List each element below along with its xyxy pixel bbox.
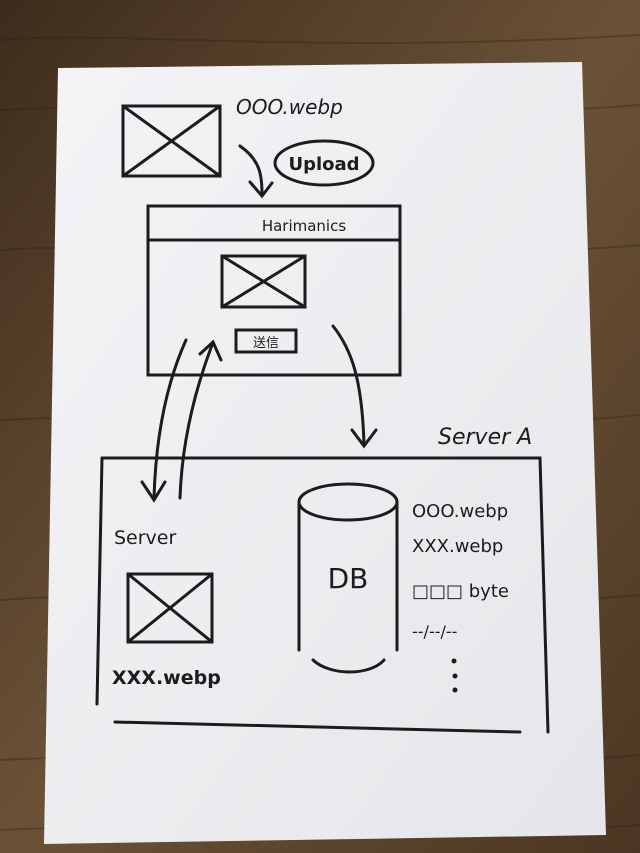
- server-a-box: [95, 456, 550, 734]
- image-placeholder-icon-top: [121, 104, 222, 178]
- ellipsis-dots-icon: [451, 658, 458, 693]
- window-title: Harimanics: [262, 217, 347, 235]
- send-button-label: 送信: [253, 336, 279, 351]
- db-entry: --/--/--: [412, 622, 457, 641]
- upload-button[interactable]: Upload: [273, 139, 375, 187]
- image-placeholder-icon-window: [220, 254, 307, 309]
- image-placeholder-icon-server: [126, 572, 214, 644]
- server-a-label: Server A: [438, 425, 532, 450]
- db-entry-list: OOO.webp XXX.webp □□□ byte --/--/--: [412, 501, 509, 641]
- db-label: DB: [328, 562, 369, 595]
- db-entry: □□□ byte: [412, 581, 509, 602]
- database-icon: [297, 482, 399, 674]
- paper-sheet: [44, 62, 606, 844]
- app-window: [146, 204, 402, 377]
- top-filename: OOO.webp: [236, 95, 343, 119]
- arrow-down-to-window-icon: [238, 144, 274, 199]
- server-label: Server: [114, 527, 176, 549]
- arrows-window-server-icon: [140, 324, 378, 503]
- db-entry: XXX.webp: [412, 536, 503, 557]
- send-button[interactable]: 送信: [234, 328, 298, 354]
- server-filename: XXX.webp: [112, 667, 221, 689]
- upload-label: Upload: [288, 154, 359, 175]
- db-entry: OOO.webp: [412, 501, 508, 522]
